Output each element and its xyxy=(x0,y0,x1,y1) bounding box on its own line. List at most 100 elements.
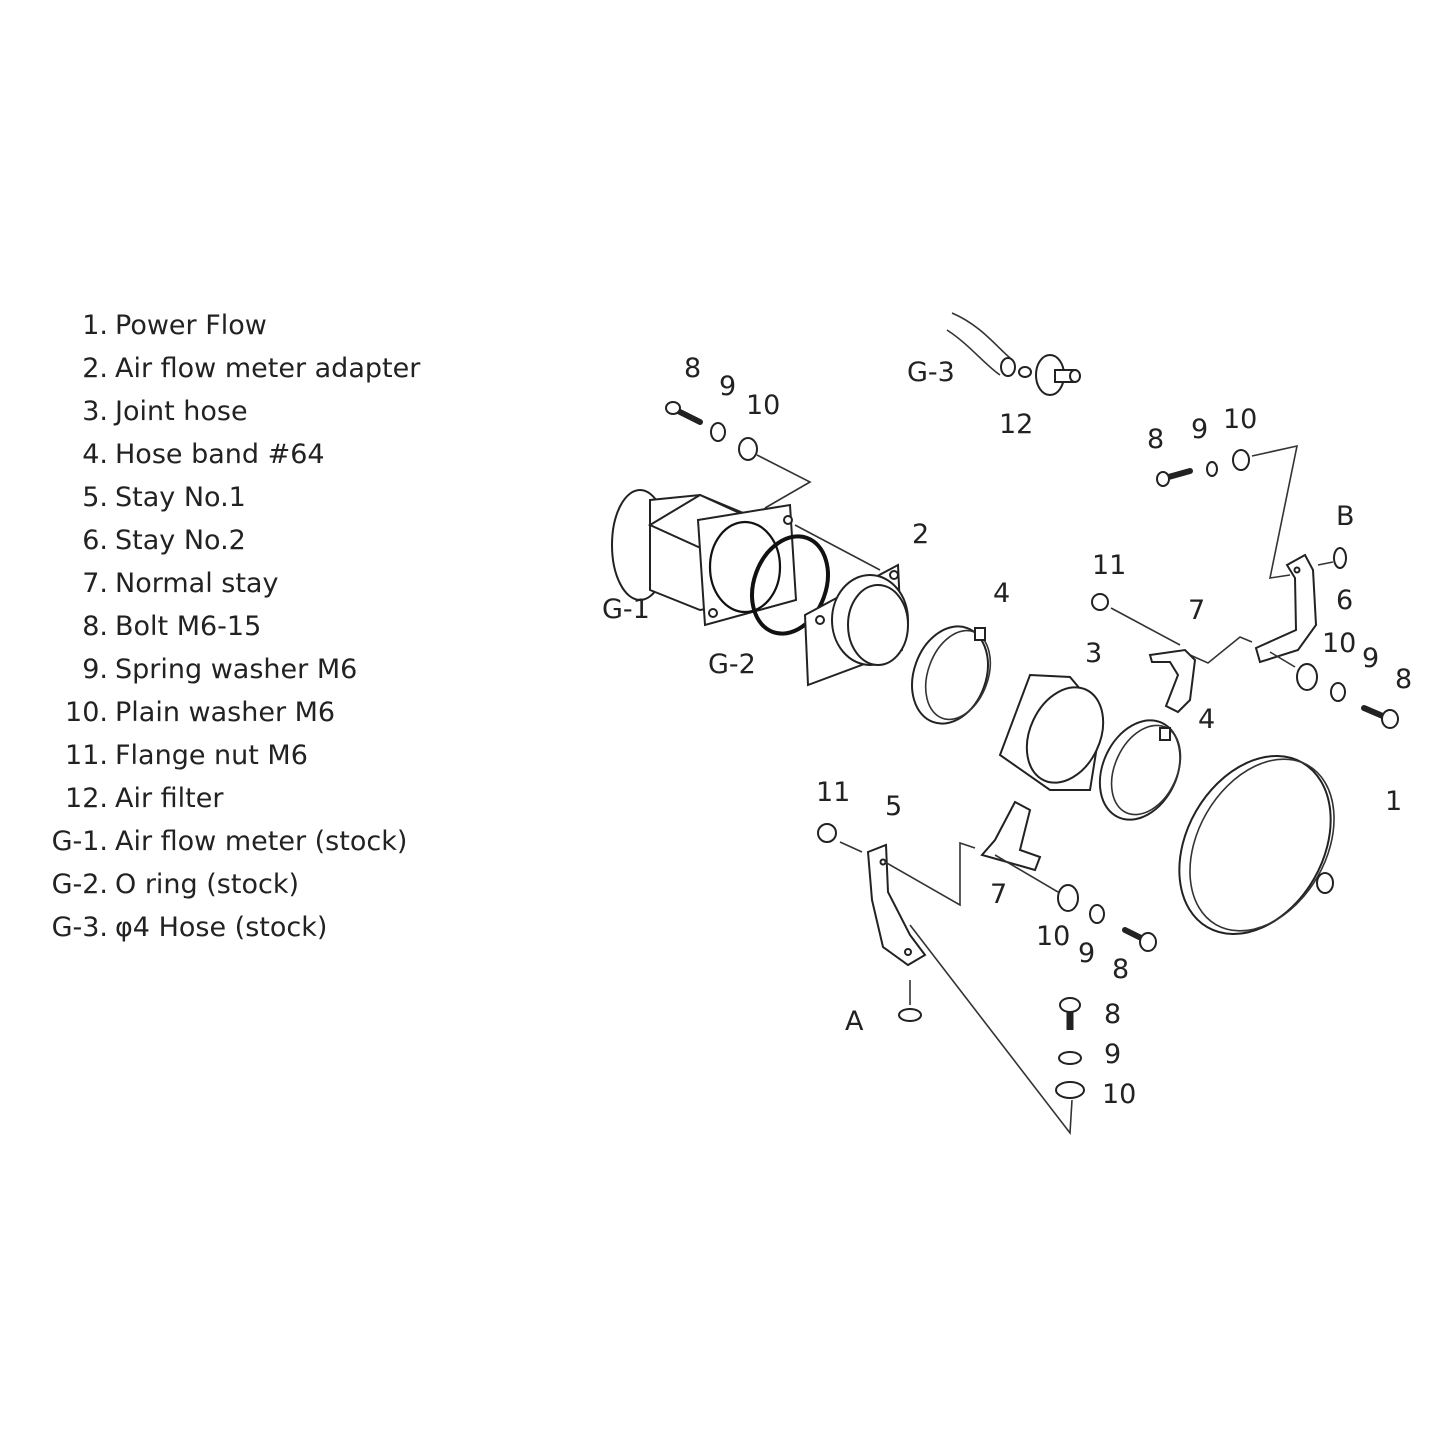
callout-6: 6 xyxy=(1336,585,1353,616)
spring-washer-9 xyxy=(1206,461,1218,477)
legend-item-number: 5. xyxy=(82,482,108,513)
legend-item-number: 4. xyxy=(82,439,108,470)
callout-3: 3 xyxy=(1085,638,1102,669)
legend-item-label: Joint hose xyxy=(115,396,248,427)
legend-item-number: G-2. xyxy=(51,869,108,900)
callout-g1: G-1 xyxy=(602,594,650,625)
bolt-8-vertical xyxy=(1059,997,1081,1030)
callout-10: 10 xyxy=(1322,628,1356,659)
callout-5: 5 xyxy=(885,791,902,822)
o-ring-g2 xyxy=(750,534,830,636)
leader-line xyxy=(1251,444,1299,579)
legend-item-label: Air filter xyxy=(115,783,224,814)
hose-band-4-first xyxy=(911,625,992,725)
bolt-8-bottom xyxy=(1122,927,1157,952)
callout-9: 9 xyxy=(1078,938,1095,969)
callout-10: 10 xyxy=(1036,921,1070,952)
callout-7: 7 xyxy=(1188,595,1205,626)
spring-washer-9 xyxy=(710,422,726,442)
legend-item-label: Flange nut M6 xyxy=(115,740,308,771)
legend-item-number: G-3. xyxy=(51,912,108,943)
legend-item-label: Plain washer M6 xyxy=(115,697,336,728)
legend-item-number: 7. xyxy=(82,568,108,599)
legend-item-number: 1. xyxy=(82,310,108,341)
leader-line xyxy=(909,924,1073,1136)
callout-12: 12 xyxy=(999,409,1033,440)
leader-line xyxy=(994,854,1059,893)
legend-item-number: 8. xyxy=(82,611,108,642)
legend-item-label: Spring washer M6 xyxy=(115,654,358,685)
air-filter-12 xyxy=(1018,354,1081,396)
legend-item-label: Bolt M6-15 xyxy=(115,611,262,642)
legend-item-number: 11. xyxy=(65,740,108,771)
callout-9: 9 xyxy=(1104,1039,1121,1070)
flange-nut-11 xyxy=(1091,593,1109,611)
plain-washer-10 xyxy=(1057,884,1079,912)
air-flow-meter-g1 xyxy=(611,489,798,627)
spring-washer-9 xyxy=(1058,1051,1082,1065)
leader-line xyxy=(1317,561,1334,566)
callout-10: 10 xyxy=(1102,1079,1136,1110)
air-flow-meter-adapter-2 xyxy=(803,563,909,687)
legend-item-label: φ4 Hose (stock) xyxy=(115,912,328,943)
callout-9: 9 xyxy=(1362,643,1379,674)
bolt-8-top-left xyxy=(665,401,703,425)
mount-point-b xyxy=(1333,547,1347,569)
bolt-8-right xyxy=(1361,705,1399,729)
leader-line xyxy=(1269,651,1296,668)
flange-nut-11 xyxy=(817,823,837,843)
callout-7: 7 xyxy=(990,879,1007,910)
leader-line xyxy=(839,841,863,853)
legend-item-label: Power Flow xyxy=(115,310,267,341)
callout-8: 8 xyxy=(1104,999,1121,1030)
leader-line xyxy=(794,524,881,571)
spring-washer-9 xyxy=(1089,904,1105,924)
callout-9: 9 xyxy=(719,371,736,402)
legend-item-number: 6. xyxy=(82,525,108,556)
leader-line xyxy=(756,454,812,509)
legend-item-number: 9. xyxy=(82,654,108,685)
joint-hose-3 xyxy=(998,673,1105,791)
mount-point-a xyxy=(898,1008,922,1022)
callout-8: 8 xyxy=(1395,664,1412,695)
plain-washer-10 xyxy=(738,437,758,461)
legend-item-label: Air flow meter adapter xyxy=(115,353,421,384)
legend-item-number: 3. xyxy=(82,396,108,427)
callout-a: A xyxy=(845,1006,864,1037)
legend-item-label: Stay No.2 xyxy=(115,525,246,556)
stay-no1-5 xyxy=(866,843,927,967)
callout-11: 11 xyxy=(1092,550,1126,581)
callout-g2: G-2 xyxy=(708,649,756,680)
callout-11: 11 xyxy=(816,777,850,808)
leader-line xyxy=(884,841,976,907)
legend-item-number: 2. xyxy=(82,353,108,384)
callout-b: B xyxy=(1336,501,1355,532)
callout-9: 9 xyxy=(1191,414,1208,445)
callout-2: 2 xyxy=(912,519,929,550)
legend-item-label: Air flow meter (stock) xyxy=(115,826,408,857)
legend-item-label: Hose band #64 xyxy=(115,439,325,470)
normal-stay-7-top xyxy=(1148,648,1197,714)
normal-stay-7-bottom xyxy=(980,800,1042,872)
callout-8: 8 xyxy=(1147,424,1164,455)
plain-washer-10 xyxy=(1296,663,1318,691)
legend-item-number: G-1. xyxy=(51,826,108,857)
callout-8: 8 xyxy=(1112,954,1129,985)
hose-band-4-second xyxy=(1098,719,1182,821)
leader-line xyxy=(1189,636,1253,664)
stay-no2-6 xyxy=(1254,553,1318,664)
plain-washer-10 xyxy=(1055,1081,1085,1099)
legend-item-label: Stay No.1 xyxy=(115,482,246,513)
callout-8: 8 xyxy=(684,353,701,384)
callout-10: 10 xyxy=(1223,404,1257,435)
callout-1: 1 xyxy=(1385,786,1402,817)
callout-10: 10 xyxy=(746,390,780,421)
callout-4: 4 xyxy=(1198,704,1215,735)
callout-4: 4 xyxy=(993,578,1010,609)
power-flow-filter-1 xyxy=(1178,754,1335,936)
callout-g3: G-3 xyxy=(907,357,955,388)
legend-item-label: Normal stay xyxy=(115,568,279,599)
leader-line xyxy=(1110,607,1181,646)
spring-washer-9 xyxy=(1330,682,1346,702)
